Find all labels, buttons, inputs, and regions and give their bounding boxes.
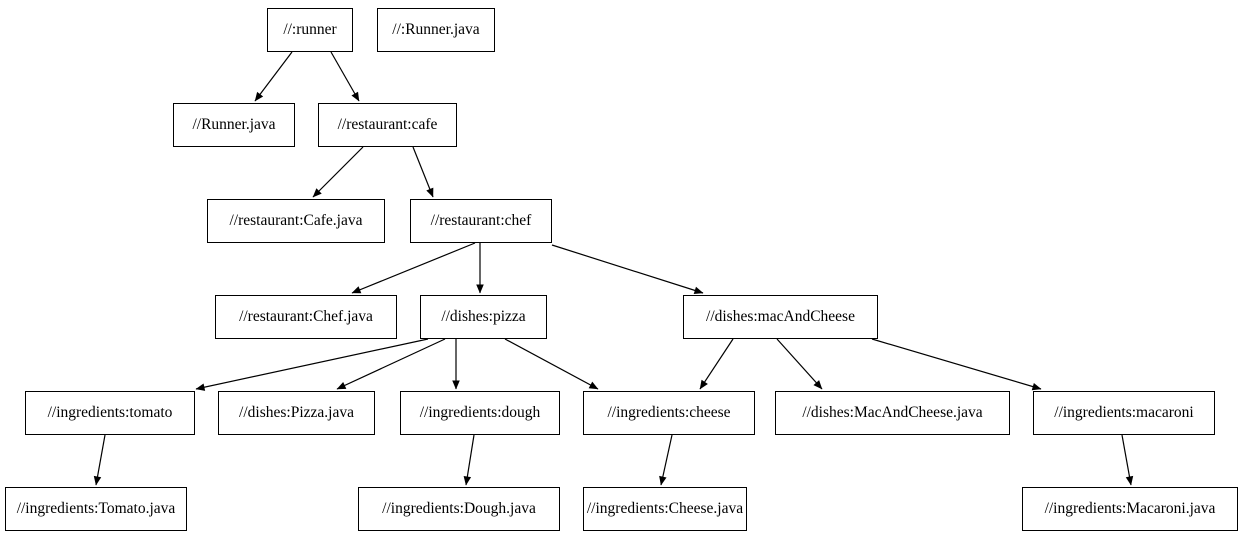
graph-node-cheese-java: //ingredients:Cheese.java <box>583 487 747 531</box>
edge-chef-to-mac-and-cheese <box>551 244 704 295</box>
graph-node-tomato-java: //ingredients:Tomato.java <box>5 487 187 531</box>
edge-cheese-to-cheese-java <box>659 434 673 486</box>
node-label: //ingredients:Cheese.java <box>586 500 744 518</box>
graph-node-runner: //:runner <box>267 8 353 52</box>
node-label: //restaurant:Chef.java <box>239 308 373 326</box>
node-label: //ingredients:Macaroni.java <box>1044 500 1216 518</box>
graph-node-chef-java: //restaurant:Chef.java <box>215 295 397 339</box>
graph-node-tomato: //ingredients:tomato <box>25 391 195 435</box>
graph-node-pizza: //dishes:pizza <box>420 295 547 339</box>
edge-runner-to-cafe <box>330 51 360 102</box>
node-label: //restaurant:chef <box>430 212 532 230</box>
edge-pizza-to-pizza-java <box>336 338 446 390</box>
edge-pizza-to-cheese <box>504 338 599 390</box>
edge-macaroni-to-macaroni-java <box>1121 434 1134 486</box>
graph-node-dough: //ingredients:dough <box>400 391 560 435</box>
node-label: //ingredients:tomato <box>47 404 173 422</box>
graph-node-mac-and-cheese-java: //dishes:MacAndCheese.java <box>775 391 1010 435</box>
node-label: //:Runner.java <box>392 21 480 39</box>
edge-mac-and-cheese-to-macaroni <box>871 338 1042 391</box>
graph-node-cafe-java: //restaurant:Cafe.java <box>207 199 385 243</box>
node-label: //:runner <box>283 21 337 39</box>
edge-cafe-to-cafe-java <box>312 146 364 198</box>
node-label: //ingredients:dough <box>419 404 541 422</box>
graph-node-pizza-java: //dishes:Pizza.java <box>218 391 375 435</box>
node-label: //Runner.java <box>192 116 276 134</box>
edge-dough-to-dough-java <box>463 434 475 486</box>
graph-node-macaroni-java: //ingredients:Macaroni.java <box>1022 487 1238 531</box>
node-label: //ingredients:macaroni <box>1054 404 1194 422</box>
edge-chef-to-chef-java <box>351 242 476 294</box>
graph-node-runner-java: //Runner.java <box>173 103 295 147</box>
graph-node-mac-and-cheese: //dishes:macAndCheese <box>683 295 878 339</box>
edge-cafe-to-chef <box>412 146 434 198</box>
graph-node-cheese: //ingredients:cheese <box>583 391 755 435</box>
graph-node-colon-runner-java: //:Runner.java <box>377 8 495 52</box>
node-label: //dishes:pizza <box>441 308 526 326</box>
node-label: //ingredients:cheese <box>607 404 731 422</box>
node-label: //restaurant:Cafe.java <box>229 212 363 230</box>
edge-pizza-to-tomato <box>195 338 429 391</box>
node-label: //dishes:MacAndCheese.java <box>802 404 983 422</box>
graph-node-cafe: //restaurant:cafe <box>318 103 457 147</box>
node-label: //ingredients:Dough.java <box>382 500 536 518</box>
node-label: //ingredients:Tomato.java <box>16 500 176 518</box>
graph-node-dough-java: //ingredients:Dough.java <box>358 487 560 531</box>
edge-runner-to-runner-java <box>254 51 293 102</box>
graph-node-macaroni: //ingredients:macaroni <box>1033 391 1215 435</box>
node-label: //dishes:macAndCheese <box>706 308 855 326</box>
edge-mac-and-cheese-to-mac-and-cheese-java <box>776 338 823 390</box>
edge-tomato-to-tomato-java <box>93 434 106 486</box>
edge-mac-and-cheese-to-cheese <box>699 338 734 390</box>
node-label: //restaurant:cafe <box>337 116 438 134</box>
graph-node-chef: //restaurant:chef <box>410 199 552 243</box>
node-label: //dishes:Pizza.java <box>239 404 354 422</box>
